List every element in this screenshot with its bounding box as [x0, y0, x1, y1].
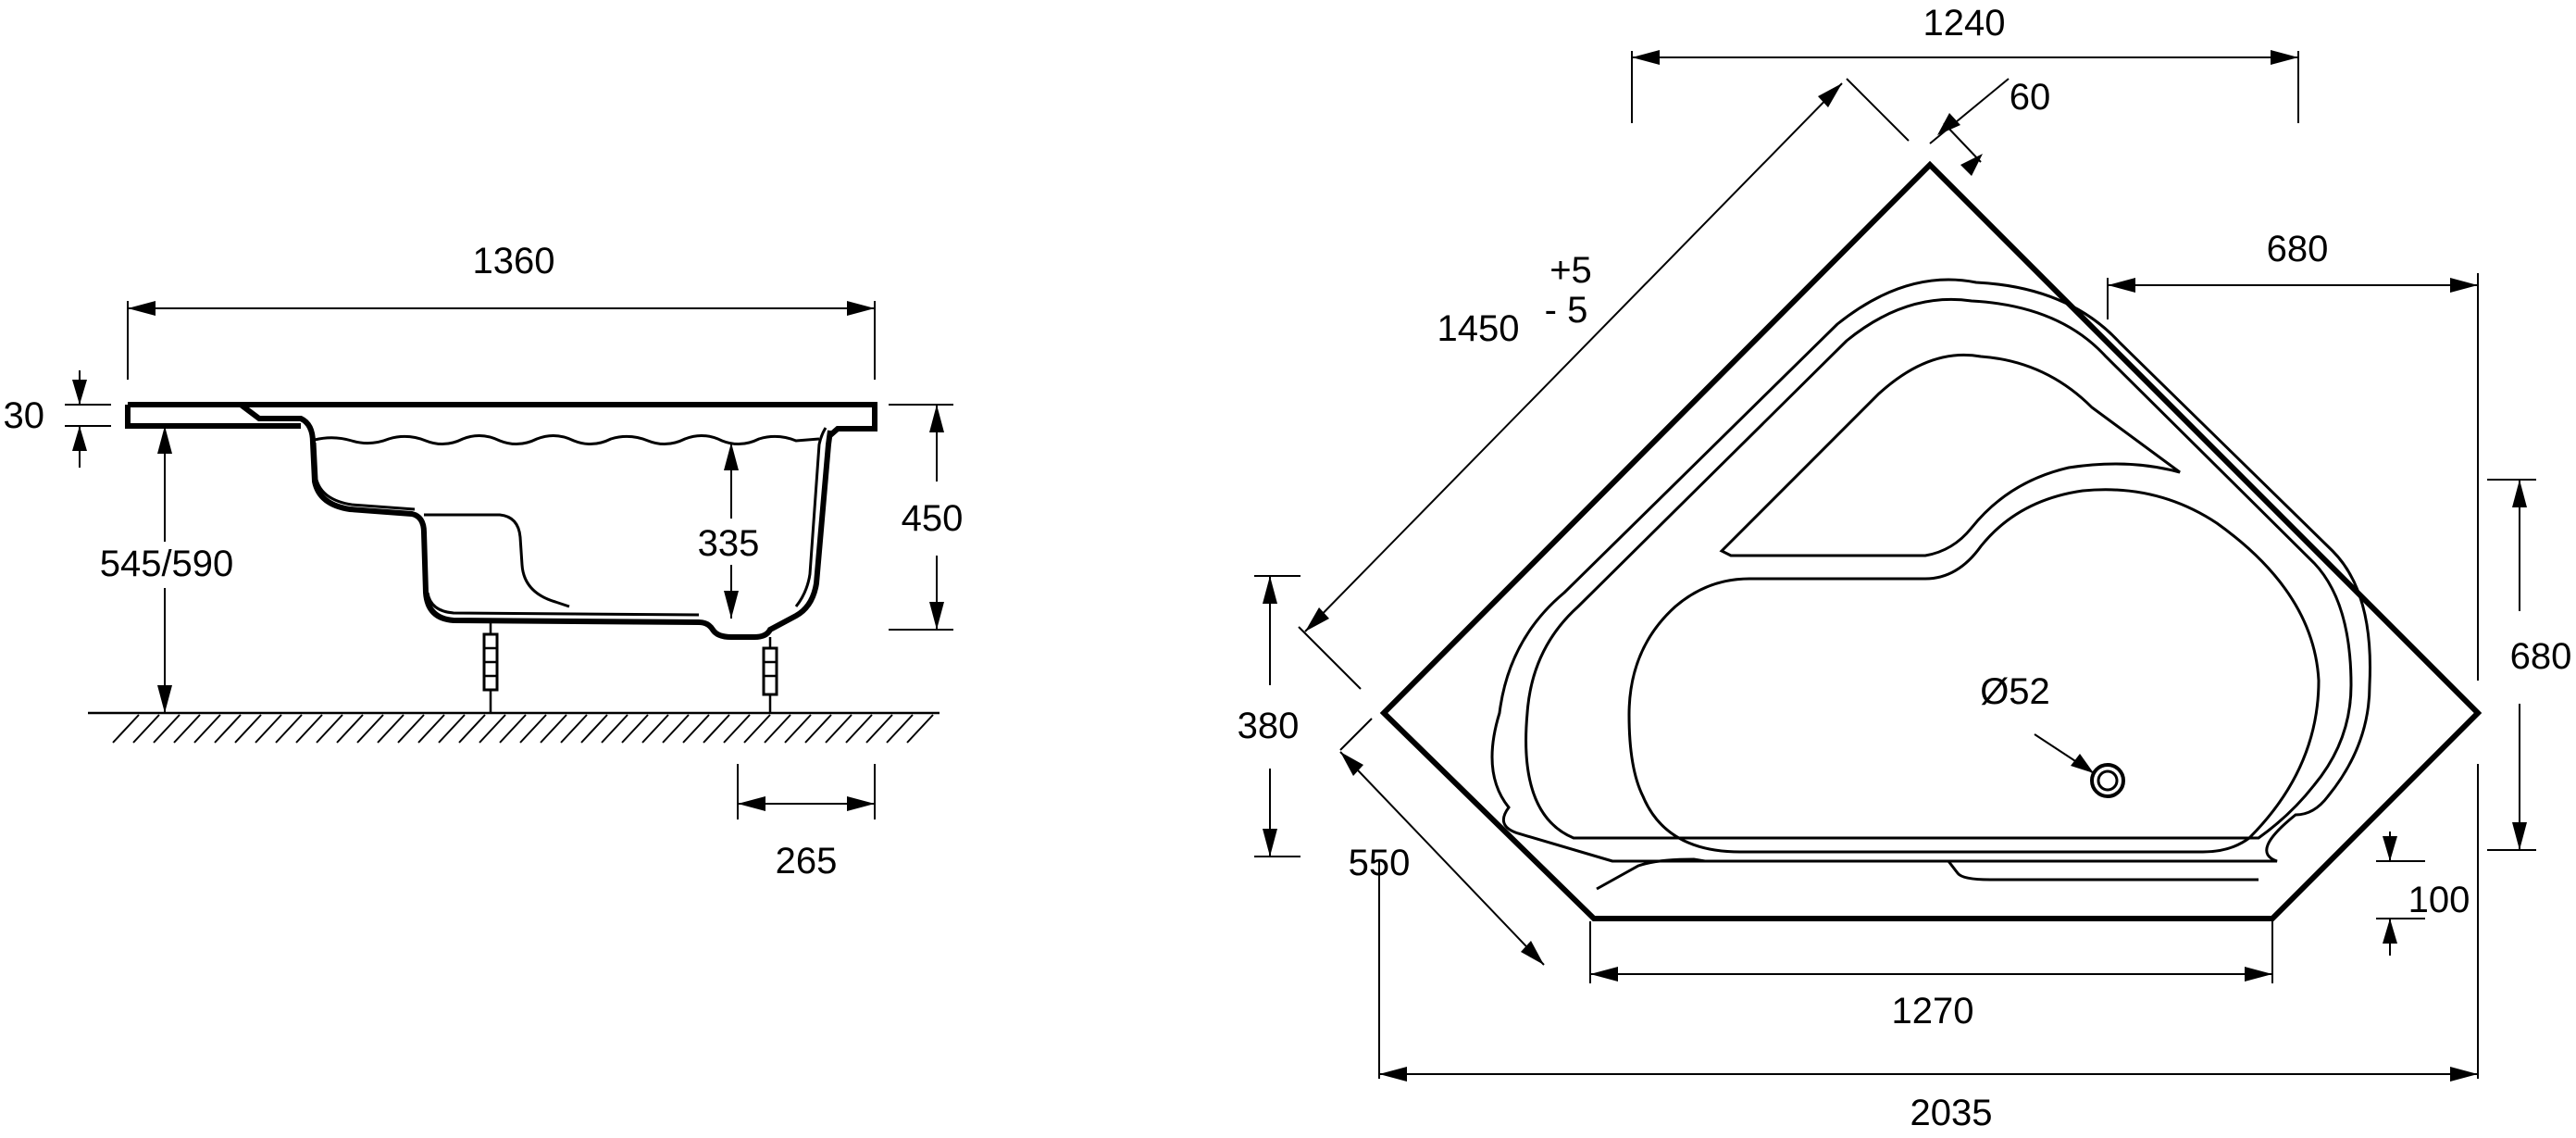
hatch-line [743, 714, 771, 744]
dim-rim-chamfer-label: 60 [2010, 77, 2051, 118]
hatch-line [641, 714, 669, 744]
hatch-line [601, 714, 628, 744]
hatch-line [540, 714, 567, 744]
leg-left [482, 622, 499, 713]
dim-diagonal-side-label: 1450 [1437, 308, 1520, 349]
dim-overall-length: 1360 [127, 241, 876, 380]
hatch-line [580, 714, 608, 744]
hatch-line [682, 714, 710, 744]
hatch-line [336, 714, 364, 744]
hatch-line [132, 714, 160, 744]
dim-rim-thickness: 30 [4, 370, 111, 468]
side-view: 1360 30 545/590 335 [4, 241, 964, 882]
hatch-line [499, 714, 527, 744]
dim-overall-length-label: 1360 [473, 241, 555, 281]
dim-back-edge-label: 1240 [1923, 3, 2006, 44]
armrest-left [1596, 857, 1706, 891]
dim-water-depth: 335 [685, 443, 778, 619]
drain: Ø52 [1980, 671, 2125, 798]
backrest-area [1719, 353, 2181, 557]
hatch-line [886, 714, 914, 744]
hatch-line [906, 714, 934, 744]
hatch-line [234, 714, 262, 744]
dim-front-angled: 550 [1339, 718, 1545, 966]
hatch-line [295, 714, 323, 744]
dim-left-side-label: 380 [1238, 706, 1300, 746]
hatch-line [153, 714, 180, 744]
hatch-line [519, 714, 547, 744]
dim-tolerance-plus: +5 [1549, 250, 1592, 291]
plan-view: Ø52 1240 60 1450 +5 - 5 [1238, 3, 2572, 1133]
hatch-line [845, 714, 873, 744]
leg-right [762, 637, 778, 713]
armrest-right [1947, 860, 2259, 882]
hatch-line [560, 714, 588, 744]
hatch-line [356, 714, 384, 744]
hatch-line [723, 714, 751, 744]
dim-leg-offset: 265 [737, 764, 876, 882]
hatch-line [255, 714, 282, 744]
dim-right-return: 680 [2107, 229, 2479, 681]
hatch-line [703, 714, 730, 744]
basin-rim-inner [1524, 297, 2353, 840]
dim-right-side-label: 680 [2510, 636, 2572, 677]
dim-drain-label: Ø52 [1980, 671, 2050, 712]
hatch-line [112, 714, 140, 744]
tub-outline-plan [1379, 160, 2483, 921]
dim-rim-chamfer: 60 [1929, 77, 2051, 176]
dim-rim-thickness-label: 30 [4, 395, 45, 436]
dim-back-edge: 1240 [1631, 3, 2299, 123]
hatch-line [193, 714, 221, 744]
hatch-line [316, 714, 343, 744]
tub-inner-profile [313, 427, 828, 617]
dim-left-side: 380 [1238, 575, 1300, 857]
dim-right-side: 680 [2487, 479, 2572, 851]
tub-body-profile [239, 402, 833, 640]
hatch-line [784, 714, 812, 744]
hatch-line [438, 714, 466, 744]
hatch-line [865, 714, 893, 744]
hatch-line [662, 714, 690, 744]
dim-overall-width-label: 2035 [1910, 1093, 1993, 1133]
floor-hatching [112, 714, 934, 744]
hatch-line [275, 714, 303, 744]
dim-floor-to-rim: 545/590 [88, 426, 245, 713]
hatch-line [825, 714, 852, 744]
hatch-line [458, 714, 486, 744]
hatch-line [397, 714, 425, 744]
dim-front-edge-label: 1270 [1892, 991, 1974, 1032]
hatch-line [173, 714, 201, 744]
hatch-line [804, 714, 832, 744]
hatch-line [377, 714, 404, 744]
dim-floor-to-rim-label: 545/590 [100, 544, 234, 584]
water-line [314, 434, 820, 445]
dim-leg-offset-label: 265 [776, 841, 838, 882]
hatch-line [214, 714, 242, 744]
dim-right-return-label: 680 [2267, 229, 2329, 269]
dim-diagonal-side: 1450 +5 - 5 [1298, 78, 1910, 690]
basin-rim [1490, 278, 2371, 863]
dim-tolerance-minus: - 5 [1545, 290, 1588, 331]
hatch-line [621, 714, 649, 744]
dim-total-height: 450 [889, 404, 964, 631]
dim-front-edge: 1270 [1589, 921, 2273, 1032]
tub-rim [125, 402, 877, 438]
hatch-line [764, 714, 791, 744]
dim-front-face-depth-label: 100 [2408, 880, 2470, 920]
dim-overall-width: 2035 [1378, 764, 2479, 1133]
dim-water-depth-label: 335 [698, 523, 760, 564]
bathing-well [1627, 488, 2321, 854]
dim-front-face-depth: 100 [2376, 832, 2470, 956]
seat-recess [424, 513, 570, 608]
hatch-line [479, 714, 506, 744]
dim-total-height-label: 450 [902, 498, 964, 539]
hatch-line [417, 714, 445, 744]
